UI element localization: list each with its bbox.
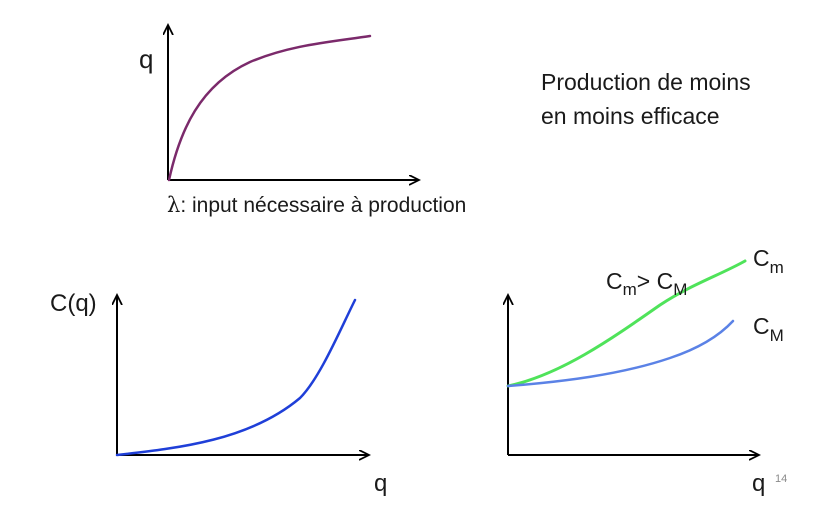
comparison-x-axis-label: q [752,470,765,497]
cM-label-main: C [753,313,770,339]
comparison-diagram: q Cm CM Cm> CM [508,245,784,497]
cm-curve-label: Cm [753,245,784,277]
lambda-symbol: λ [167,193,180,217]
cM-curve [506,319,735,388]
page-number: 14 [775,473,787,485]
top-y-axis-label: q [139,44,153,74]
side-text-line-2: en moins efficace [541,103,720,129]
cm-curve [506,259,747,388]
comparison-right-main: C [657,268,674,294]
cost-diagram: C(q) q [50,290,387,497]
production-curve [167,34,372,182]
comparison-left-sub: m [623,280,637,299]
comparison-label: Cm> CM [606,268,687,299]
comparison-left-main: C [606,268,623,294]
cM-curve-label: CM [753,313,784,345]
side-text: Production de moins en moins efficace [541,69,751,129]
side-text-line-1: Production de moins [541,69,751,95]
cm-label-sub: m [770,258,784,277]
cM-label-sub: M [770,326,784,345]
input-description: : input nécessaire à production [180,194,466,217]
top-diagram: q λ: input nécessaire à production [139,26,466,217]
cost-x-axis-label: q [374,470,387,497]
cm-label-main: C [753,245,770,271]
top-x-axis-label: λ: input nécessaire à production [167,193,466,217]
comparison-right-sub: M [673,280,687,299]
comparison-operator: > [637,268,657,294]
cost-y-axis-label: C(q) [50,290,97,317]
cost-curve [115,298,357,457]
